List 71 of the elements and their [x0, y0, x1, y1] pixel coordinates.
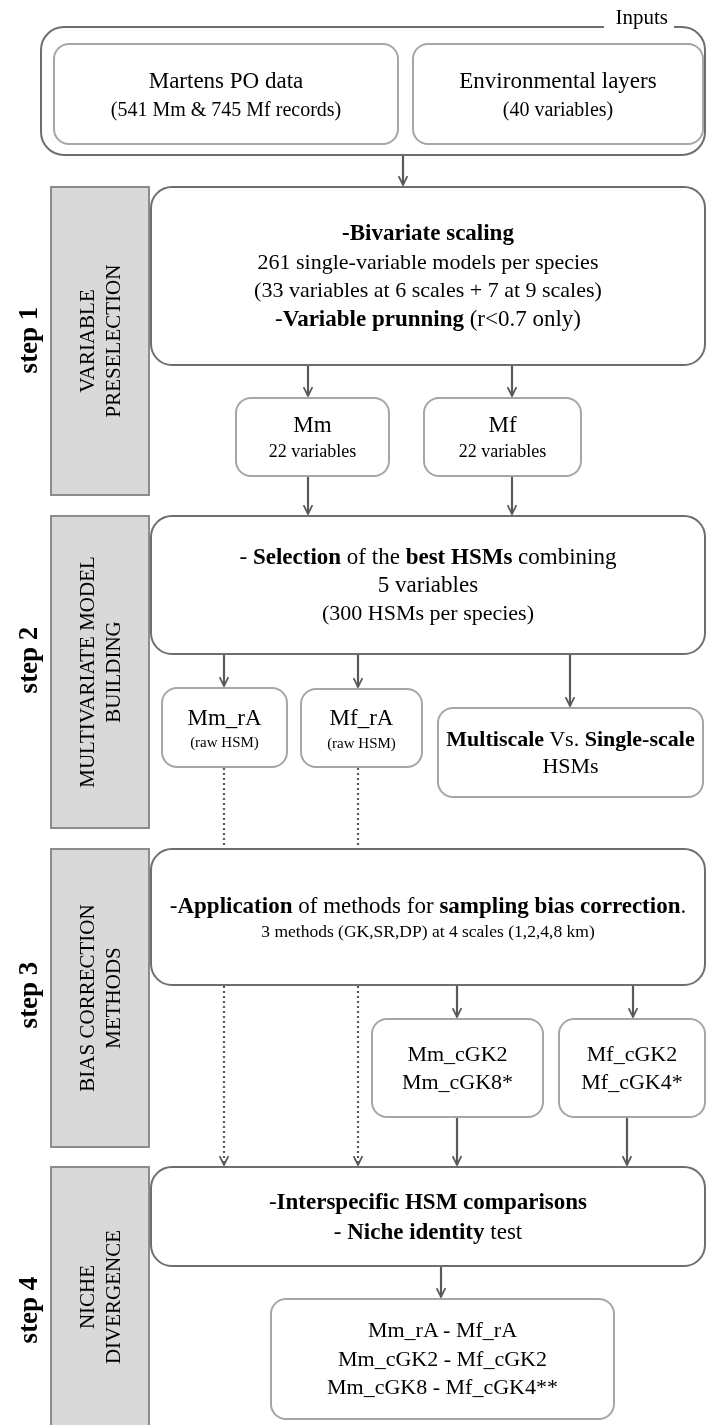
box-text: Mm_cGK2 - Mf_cGK2 — [337, 1344, 548, 1373]
box-text: Mm_rA - Mf_rA — [366, 1316, 519, 1345]
box-text: -Interspecific HSM comparisons — [267, 1187, 589, 1216]
result-box — [371, 1018, 544, 1118]
process-box — [150, 515, 706, 655]
section-label: NICHE DIVERGENCE — [73, 1228, 126, 1367]
box-text: Mf_cGK4* — [580, 1068, 684, 1096]
box-text: -Variable prunning (r<0.7 only) — [273, 305, 583, 334]
box-text: (40 variables) — [501, 96, 615, 122]
result-box — [558, 1018, 706, 1118]
section-label: MULTIVARIATE MODEL BUILDING — [73, 555, 126, 790]
arrow — [352, 655, 364, 688]
arrow — [218, 655, 230, 687]
arrow — [451, 986, 463, 1018]
arrow — [302, 477, 314, 515]
arrow — [397, 156, 409, 186]
section-band — [50, 848, 150, 1148]
step-label: step 3 — [12, 961, 44, 1029]
result-box — [412, 43, 704, 145]
process-box — [150, 186, 706, 366]
box-text: Martens PO data — [147, 67, 305, 96]
result-box — [270, 1298, 615, 1420]
step-label: step 4 — [12, 1276, 44, 1344]
box-text: Mm_cGK2 — [406, 1039, 509, 1068]
step-label: step 1 — [12, 306, 44, 374]
section-band — [50, 515, 150, 829]
box-text: (raw HSM) — [189, 733, 260, 753]
box-text: (33 variables at 6 scales + 7 at 9 scales) — [253, 276, 603, 304]
box-text: 3 methods (GK,SR,DP) at 4 scales (1,2,4,8 km) — [260, 920, 596, 944]
box-text: (541 Mm & 745 Mf records) — [109, 96, 343, 122]
result-box — [161, 687, 288, 768]
arrow — [218, 986, 230, 1166]
box-text: 22 variables — [457, 440, 548, 463]
box-text: Multiscale Vs. Single-scale HSMs — [445, 725, 696, 780]
arrow — [627, 986, 639, 1018]
arrow — [451, 1118, 463, 1166]
box-text: Mf — [487, 411, 518, 440]
box-text: 261 single-variable models per species — [256, 247, 600, 276]
arrow — [506, 477, 518, 515]
arrow — [302, 366, 314, 397]
box-text: Mm_cGK8* — [400, 1068, 515, 1096]
box-text: - Niche identity test — [332, 1217, 524, 1246]
arrow — [621, 1118, 633, 1166]
section-label: BIAS CORRECTION METHODS — [73, 903, 126, 1094]
box-text: (raw HSM) — [326, 733, 397, 753]
section-label: VARIABLE PRESELECTION — [73, 263, 126, 420]
box-text: Mm — [292, 411, 333, 440]
result-box — [423, 397, 582, 477]
box-text: (300 HSMs per species) — [321, 599, 535, 628]
process-box — [150, 1166, 706, 1267]
box-text: Environmental layers — [458, 67, 658, 96]
section-band — [50, 1166, 150, 1425]
box-text: Mf_cGK2 — [585, 1039, 679, 1068]
box-text: -Bivariate scaling — [341, 219, 515, 247]
box-text: - Selection of the best HSMs combining 5 variables — [238, 543, 618, 599]
arrow — [435, 1267, 447, 1298]
section-band — [50, 186, 150, 496]
result-box — [437, 707, 704, 798]
step-label: step 2 — [12, 626, 44, 694]
process-box — [150, 848, 706, 986]
result-box — [53, 43, 399, 145]
box-text: -Application of methods for sampling bias correction. — [168, 891, 688, 920]
result-box — [235, 397, 390, 477]
box-text: 22 variables — [267, 440, 358, 463]
box-text: Mf_rA — [328, 704, 395, 733]
result-box — [300, 688, 423, 768]
arrow — [506, 366, 518, 397]
arrow — [352, 986, 364, 1166]
box-text: Mm_rA — [186, 703, 263, 732]
arrow — [564, 655, 576, 707]
box-text: Mm_cGK8 - Mf_cGK4** — [326, 1373, 559, 1402]
